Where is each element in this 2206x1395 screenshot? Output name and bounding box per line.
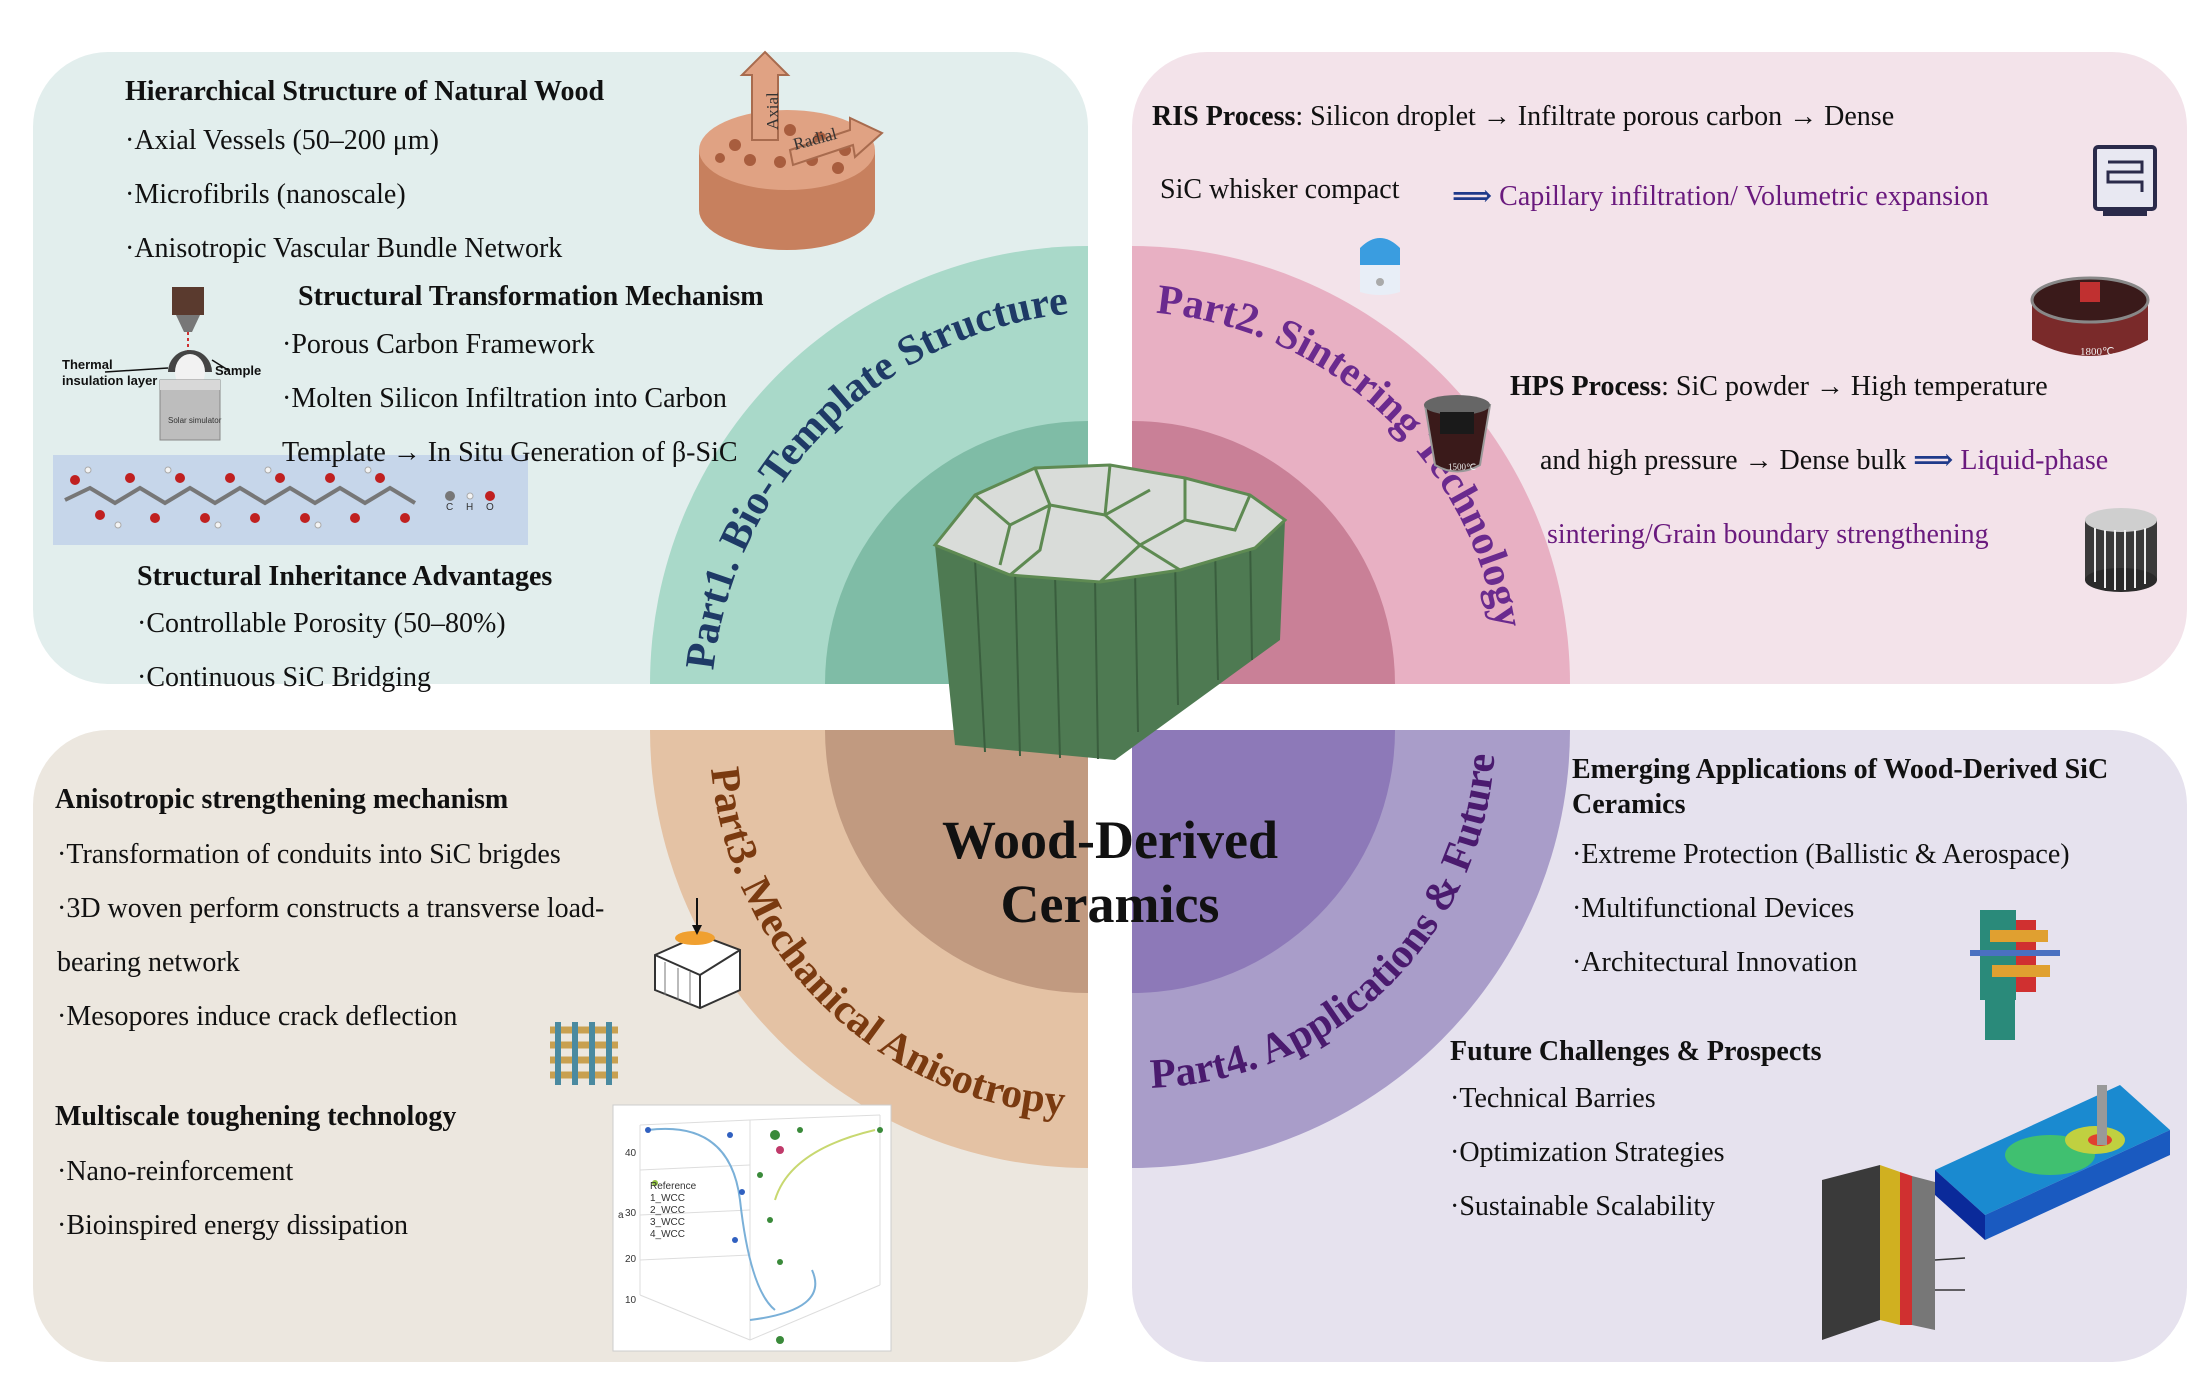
hps-label: HPS Process <box>1510 371 1662 402</box>
crucible-1500-illustration <box>1423 395 1492 473</box>
hps-result1: Liquid-phase <box>1960 445 2109 476</box>
ris-label: RIS Process <box>1152 101 1296 132</box>
furnace-icon <box>2093 145 2157 216</box>
center-title-line2: Ceramics <box>1000 874 1220 934</box>
insulation-label: insulation layer <box>62 373 158 388</box>
crucible-1800-illustration <box>2030 276 2150 356</box>
hps-arrow: ⟹ <box>1913 445 1954 476</box>
y-tick: 40 <box>625 1148 637 1159</box>
q1-heading-hierarchical: Hierarchical Structure of Natural Wood <box>125 76 605 107</box>
q3-item: ·Bioinspired energy dissipation <box>57 1210 408 1241</box>
temp-1500-label: 1500℃ <box>1448 462 1476 472</box>
solar-simulator-label: Solar simulator <box>168 416 222 425</box>
legend-reference: Reference <box>650 1181 697 1192</box>
y-tick: 20 <box>625 1254 637 1265</box>
cellulose-molecule-illustration <box>53 455 528 545</box>
q1-item: ·Porous Carbon Framework <box>282 329 595 360</box>
legend-4-wcc: 4_WCC <box>650 1229 686 1240</box>
q3-item: ·Transformation of conduits into SiC bri… <box>57 839 561 870</box>
atom-c-label: C <box>446 502 454 513</box>
q4-heading-emerging-2: Ceramics <box>1572 789 1686 820</box>
armor-plate-illustration <box>1822 1165 1966 1340</box>
ris-text1: : Silicon droplet → Infiltrate porous ca… <box>1295 101 1895 132</box>
3d-scatter-chart <box>612 1104 892 1352</box>
hps-result2: sintering/Grain boundary strengthening <box>1547 519 1989 550</box>
q1-item: ·Continuous SiC Bridging <box>137 662 432 693</box>
legend-1-wcc: 1_WCC <box>650 1193 686 1204</box>
q1-item: ·Microfibrils (nanoscale) <box>125 179 406 210</box>
q3-heading-anisotropic: Anisotropic strengthening mechanism <box>55 784 509 815</box>
device-stack-illustration <box>1970 910 2060 1040</box>
q4-heading-future: Future Challenges & Prospects <box>1450 1036 1822 1067</box>
q4-item: ·Technical Barries <box>1450 1083 1656 1114</box>
q3-item: ·Nano-reinforcement <box>57 1156 294 1187</box>
ris-arrow: ⟹ <box>1452 181 1493 212</box>
q4-item: ·Multifunctional Devices <box>1572 893 1855 924</box>
q1-item: ·Controllable Porosity (50–80%) <box>137 608 506 639</box>
ring4-inner <box>1132 730 1395 993</box>
q3-heading-multiscale: Multiscale toughening technology <box>55 1101 457 1132</box>
center-title: Wood-Derived Ceramics <box>900 808 1320 936</box>
y-tick: 10 <box>625 1295 637 1306</box>
ris-text2: SiC whisker compact <box>1160 174 1400 205</box>
woven-block-illustration <box>654 898 741 1010</box>
atom-o-label: O <box>486 502 494 513</box>
q4-item: ·Optimization Strategies <box>1450 1137 1725 1168</box>
ris-line1: RIS Process: Silicon droplet → Infiltrat… <box>1152 100 1894 134</box>
q3-item: bearing network <box>57 947 240 978</box>
ring3-inner <box>825 730 1088 993</box>
thermal-label: Thermal <box>62 357 113 372</box>
humidifier-icon <box>1360 238 1400 295</box>
q1-heading-inheritance: Structural Inheritance Advantages <box>137 561 553 592</box>
hps-line1: HPS Process: SiC powder → High temperatu… <box>1510 370 2048 404</box>
q4-item: ·Sustainable Scalability <box>1450 1191 1716 1222</box>
honeycomb-cylinder-illustration <box>2085 508 2157 592</box>
q3-item: ·3D woven perform constructs a transvers… <box>57 893 605 924</box>
axial-label: Axial <box>763 92 782 130</box>
ris-result: Capillary infiltration/ Volumetric expan… <box>1499 181 1989 212</box>
fem-simulation-illustration <box>1935 1085 2170 1240</box>
q4-item: ·Architectural Innovation <box>1572 947 1858 978</box>
atom-h-label: H <box>466 502 474 513</box>
q1-item: ·Anisotropic Vascular Bundle Network <box>125 233 563 264</box>
wood-block-illustration <box>932 463 1288 760</box>
q1-item: ·Molten Silicon Infiltration into Carbon <box>282 383 727 414</box>
q4-item: ·Extreme Protection (Ballistic & Aerospa… <box>1572 839 2070 870</box>
q1-heading-transformation: Structural Transformation Mechanism <box>298 281 764 312</box>
y-axis-label: a <box>618 1210 624 1221</box>
legend-3-wcc: 3_WCC <box>650 1217 686 1228</box>
y-tick: 30 <box>625 1208 637 1219</box>
legend-2-wcc: 2_WCC <box>650 1205 686 1216</box>
ris-result-line: ⟹ Capillary infiltration/ Volumetric exp… <box>1452 180 1989 214</box>
q4-heading-emerging-1: Emerging Applications of Wood-Derived Si… <box>1572 754 2109 785</box>
q3-item: ·Mesopores induce crack deflection <box>57 1001 458 1032</box>
sample-label: Sample <box>215 363 262 378</box>
temp-1800-label: 1800℃ <box>2080 346 2114 358</box>
q1-item: Template → In Situ Generation of β-SiC <box>282 437 738 468</box>
hps-text1: : SiC powder → High temperature <box>1661 371 2048 402</box>
fiber-weave-illustration <box>550 1022 618 1085</box>
hps-text2: and high pressure → Dense bulk <box>1540 445 1907 476</box>
q1-item: ·Axial Vessels (50–200 μm) <box>125 125 439 156</box>
hps-line2: and high pressure → Dense bulk ⟹ Liquid-… <box>1540 444 2108 478</box>
center-title-line1: Wood-Derived <box>942 810 1278 870</box>
solar-simulator-illustration <box>104 287 229 441</box>
wood-disc-illustration <box>699 50 884 250</box>
